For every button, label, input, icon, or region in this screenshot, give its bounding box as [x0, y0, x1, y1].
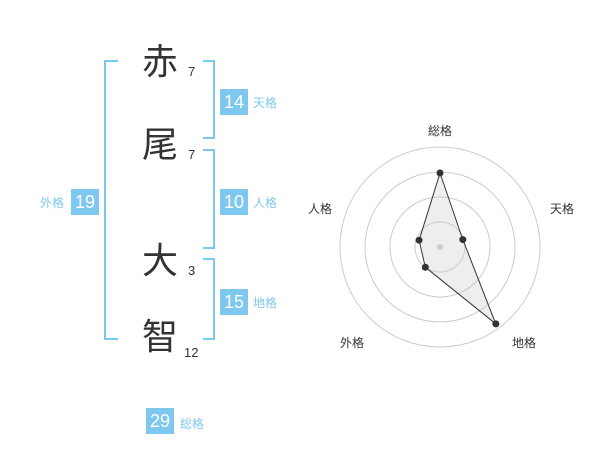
radar-axis-label-2: 地格: [511, 336, 537, 350]
radar-ring-2: [389, 196, 491, 298]
name-char-1: 赤: [141, 42, 178, 83]
soukaku-value: 29: [146, 408, 174, 434]
chikaku-label: 地格: [253, 296, 278, 310]
radar-axis-label-4: 人格: [307, 202, 333, 216]
radar-ring-1: [414, 221, 466, 273]
name-char-4: 智: [141, 317, 178, 358]
stroke-count-2: 7: [188, 147, 196, 162]
radar-axis-label-1: 天格: [549, 202, 575, 216]
tenkaku-bracket: [203, 60, 215, 139]
stroke-count-1: 7: [188, 64, 196, 79]
radar-point-3: [421, 263, 429, 271]
gaikaku-bracket: [104, 60, 118, 340]
stroke-count-4: 12: [184, 345, 199, 360]
name-char-3: 大: [141, 241, 178, 282]
soukaku-label: 総格: [180, 417, 205, 431]
stroke-count-3: 3: [188, 263, 196, 278]
name-char-2: 尾: [141, 125, 178, 166]
radar-axis-label-0: 総格: [427, 124, 453, 138]
jinkaku-bracket: [203, 149, 215, 249]
radar-ring-4: [339, 146, 541, 348]
tenkaku-value: 14: [220, 89, 248, 115]
gaikaku-value: 19: [71, 189, 99, 215]
radar-point-1: [459, 236, 467, 244]
radar-point-4: [415, 236, 423, 244]
radar-point-0: [436, 169, 444, 177]
chikaku-value: 15: [220, 289, 248, 315]
jinkaku-label: 人格: [253, 196, 278, 210]
radar-series-polygon: [418, 171, 497, 326]
radar-axis-label-3: 外格: [339, 336, 365, 350]
jinkaku-value: 10: [220, 189, 248, 215]
chikaku-bracket: [203, 258, 215, 340]
radar-point-2: [492, 320, 500, 328]
gaikaku-label: 外格: [40, 196, 65, 210]
tenkaku-label: 天格: [253, 96, 278, 110]
radar-center-dot: [437, 244, 443, 250]
